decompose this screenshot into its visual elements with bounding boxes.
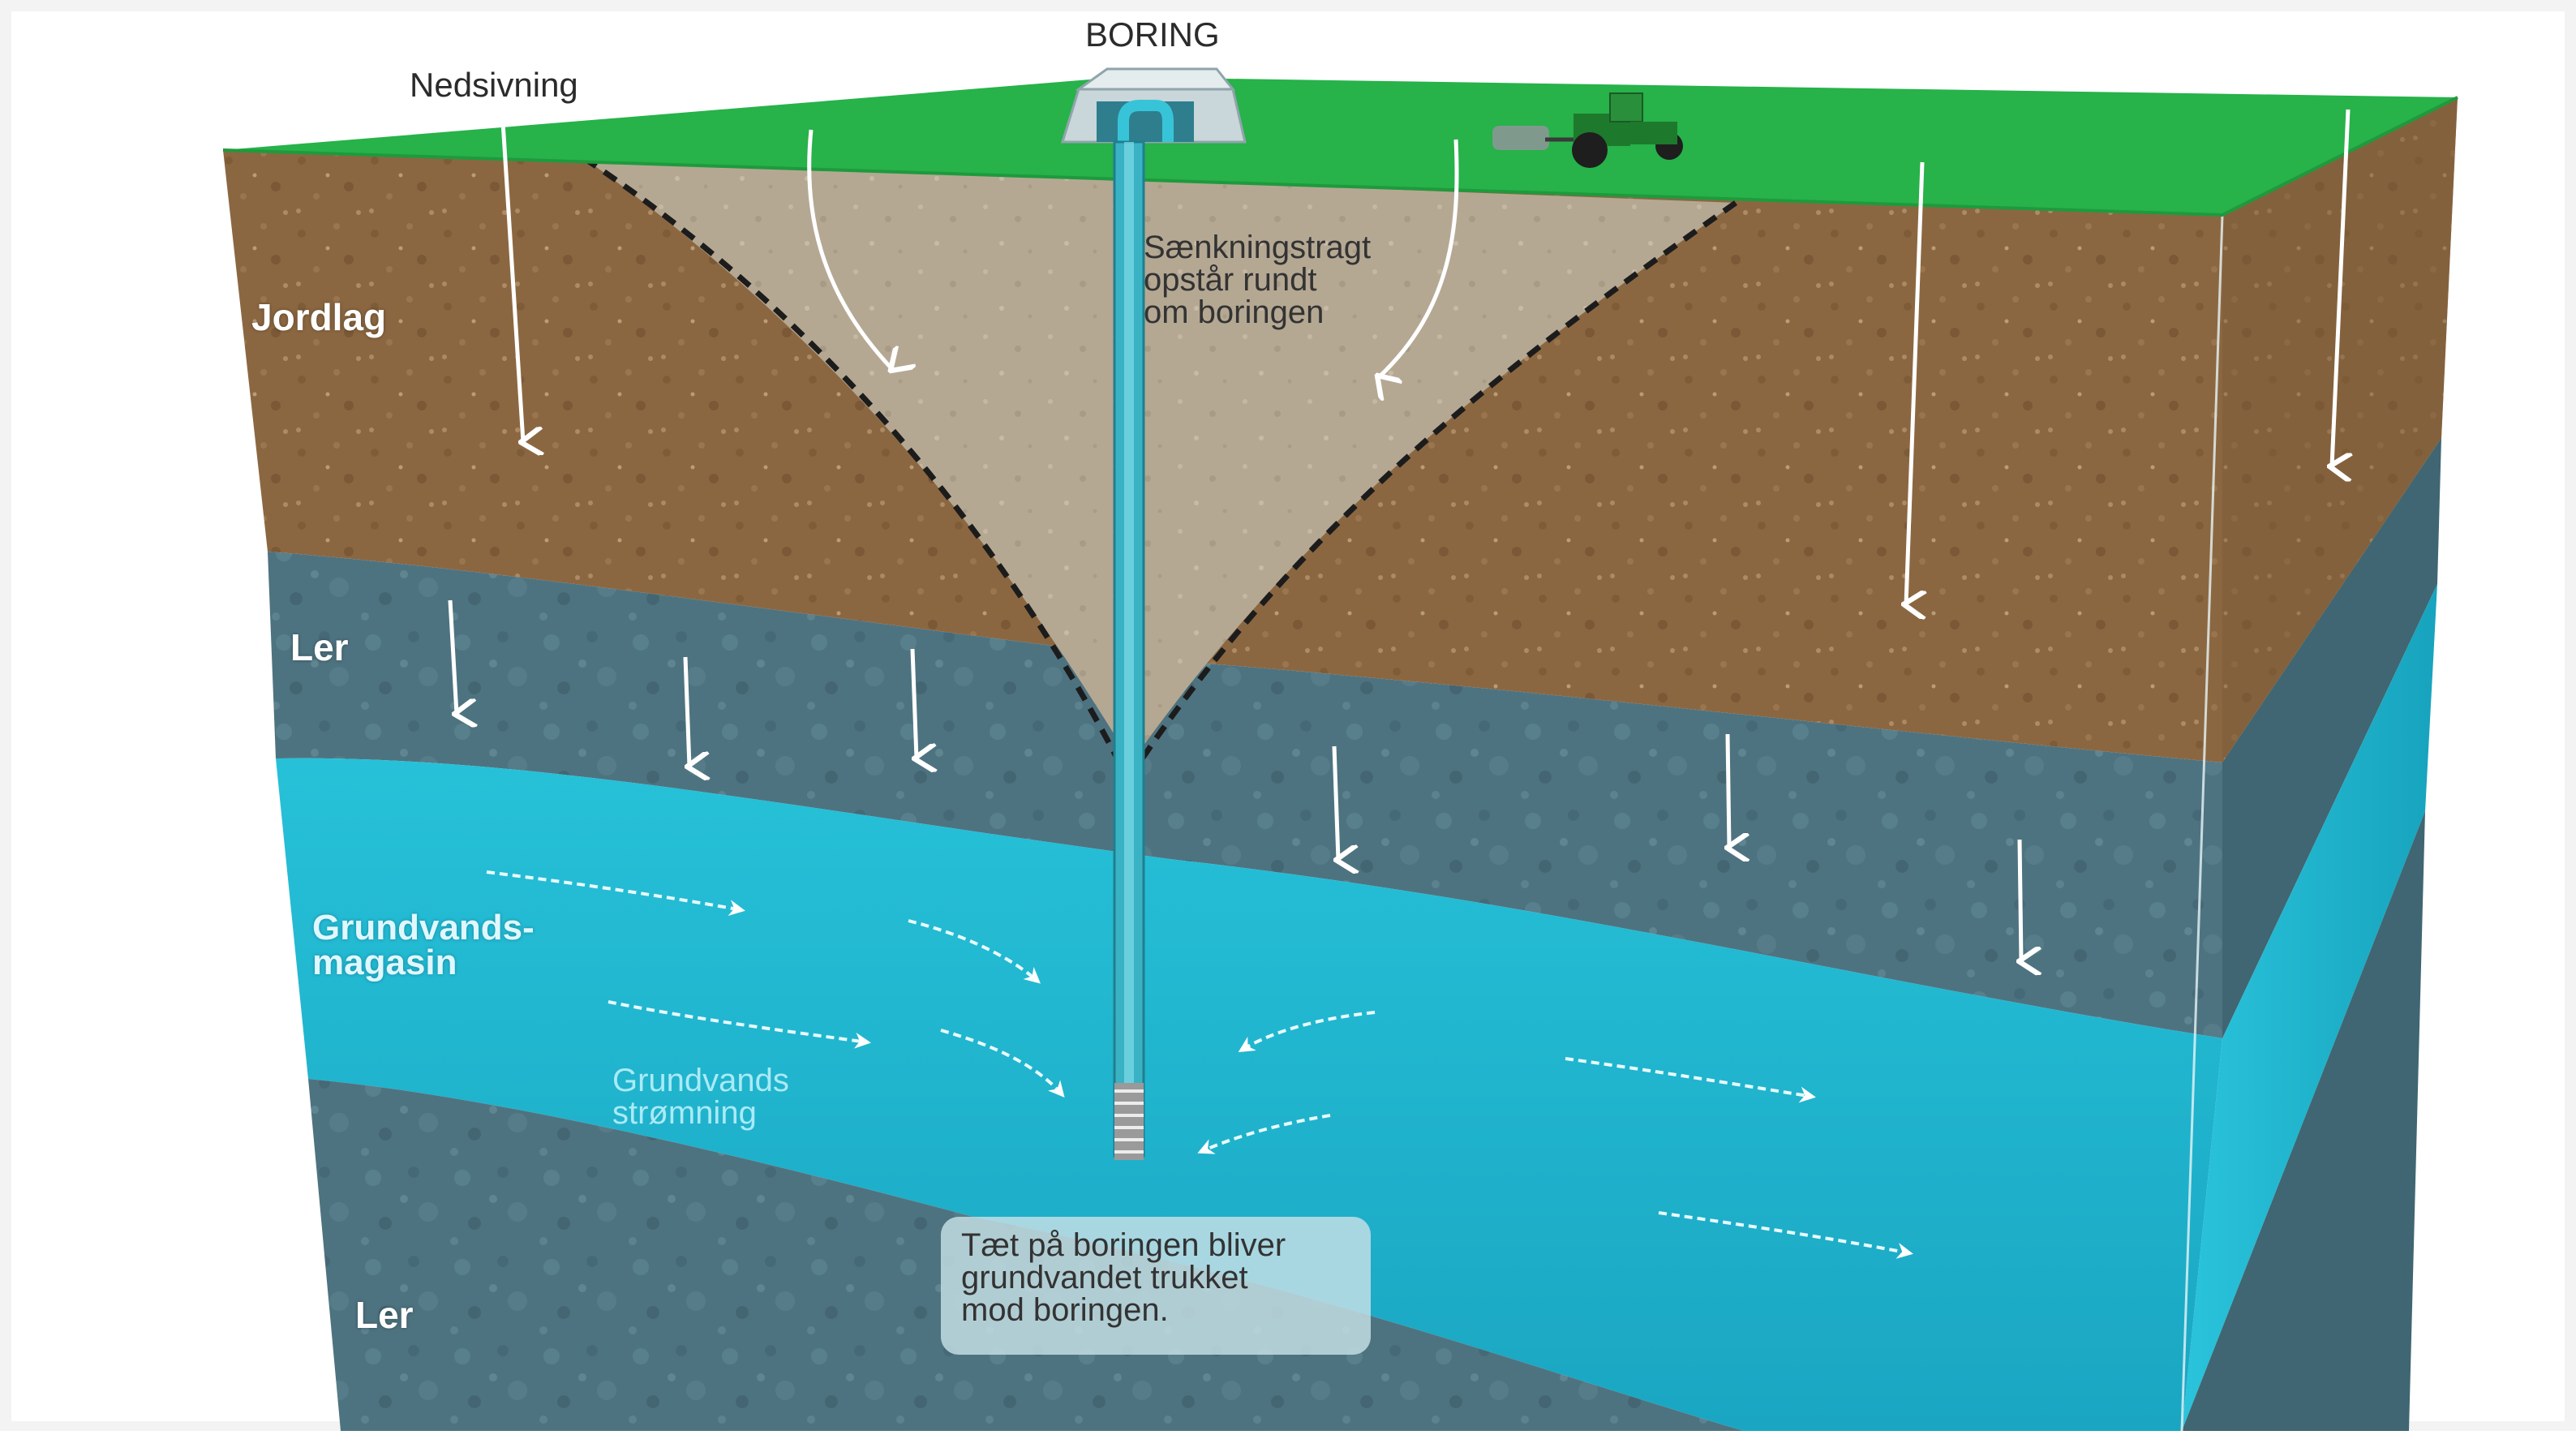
tractor-icon — [1492, 92, 1683, 168]
well-house-icon — [1060, 67, 1247, 144]
arrow-down-icon — [1379, 139, 1459, 377]
depression-cone — [582, 156, 1738, 764]
infiltration-arrows — [448, 109, 2348, 961]
arrow-down-icon — [1728, 733, 1729, 848]
block-right-side — [2182, 97, 2458, 1431]
arrow-down-icon — [2332, 109, 2348, 466]
well-pipe — [1113, 140, 1145, 1160]
callout-box — [941, 1217, 1371, 1355]
grass-surface — [223, 77, 2458, 215]
arrow-down-icon — [448, 599, 457, 714]
groundwater-flow-arrows — [486, 870, 1913, 1259]
flow-arrow-icon — [908, 919, 1041, 984]
label-jordlag: Jordlag — [251, 296, 387, 338]
flow-arrow-icon — [1658, 1211, 1913, 1259]
label-ler-upper: Ler — [290, 626, 349, 668]
flow-arrow-icon — [1238, 1011, 1376, 1053]
arrow-down-icon — [683, 656, 689, 767]
flow-arrow-icon — [940, 1029, 1065, 1098]
label-saenkningstragt: Sænkningstragt opstår rundt om boringen — [1144, 230, 1372, 330]
flow-arrow-icon — [608, 1000, 871, 1049]
label-grundvandsstromning: Grundvands strømning — [612, 1063, 789, 1131]
arrow-down-icon — [1906, 161, 1922, 604]
label-grundvandsmagasin: Grundvands- magasin — [312, 908, 535, 983]
label-boring: BORING — [1085, 15, 1220, 54]
label-ler-lower: Ler — [355, 1294, 414, 1336]
flow-arrow-icon — [486, 870, 745, 917]
arrow-down-icon — [1332, 745, 1338, 860]
arrow-down-icon — [500, 121, 523, 442]
label-callout: Tæt på boringen bliver grundvandet trukk… — [961, 1227, 1286, 1328]
flow-arrow-icon — [1197, 1114, 1331, 1154]
arrow-down-icon — [807, 129, 892, 369]
arrow-down-icon — [2020, 839, 2021, 961]
arrow-down-icon — [910, 648, 917, 758]
label-nedsivning: Nedsivning — [410, 66, 578, 104]
